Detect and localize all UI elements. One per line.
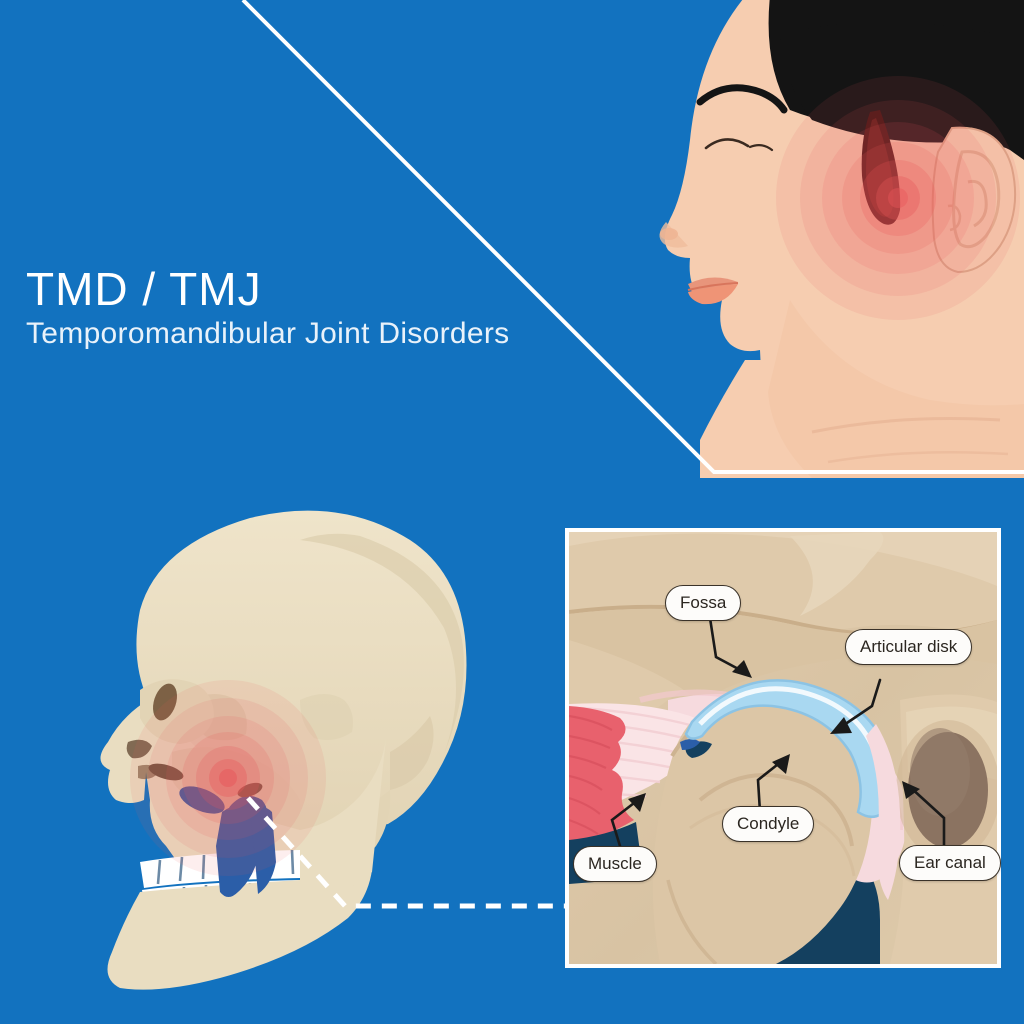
ear [931, 126, 1017, 274]
title-block: TMD / TMJ Temporomandibular Joint Disord… [26, 264, 646, 352]
diagonal-divider [241, 0, 1024, 474]
page-title: TMD / TMJ [26, 263, 262, 315]
label-fossa[interactable]: Fossa [665, 585, 742, 621]
mandible-joint-blue [179, 786, 276, 897]
label-articular-disk[interactable]: Articular disk [845, 629, 973, 665]
page-subtitle: Temporomandibular Joint Disorders [26, 317, 510, 350]
label-leader-lines [610, 616, 946, 848]
label-muscle[interactable]: Muscle [573, 846, 657, 882]
label-condyle[interactable]: Condyle [722, 806, 815, 842]
label-ear-canal[interactable]: Ear canal [899, 845, 1001, 881]
tmj-detail-panel [565, 528, 1001, 968]
dashed-callout-line [246, 796, 565, 909]
face-group [659, 0, 1024, 478]
label-arrowheads [628, 660, 920, 812]
skull-pain-circles [130, 680, 326, 876]
face-pain-circles [776, 76, 1020, 320]
skull-illustration [100, 510, 565, 990]
